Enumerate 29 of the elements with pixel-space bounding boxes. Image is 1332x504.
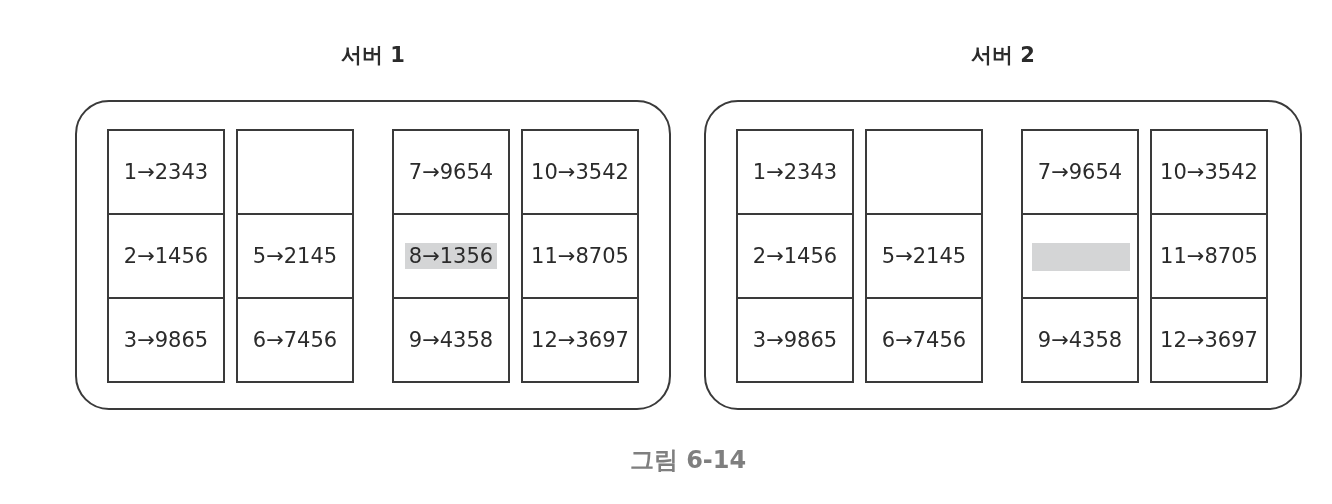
data-cell: 10→3542 (521, 129, 639, 215)
data-cell: 6→7456 (865, 297, 983, 383)
data-cell (392, 213, 510, 299)
data-cell: 7→9654 (1021, 129, 1139, 215)
empty-cell (865, 129, 983, 215)
highlighted-text: 8→1356 (404, 243, 498, 269)
data-cell: 5→2145 (865, 213, 983, 299)
data-cell: 1→2343 (107, 129, 225, 215)
figure-caption: 그림 6-14 (629, 445, 747, 475)
data-cell: 11→8705 (1150, 213, 1268, 299)
data-cell: 9→4358 (392, 297, 510, 383)
data-cell: 11→8705 (521, 213, 639, 299)
data-cell: 1→2343 (736, 129, 854, 215)
data-cell: 2→1456 (107, 213, 225, 299)
data-cell: 3→9865 (107, 297, 225, 383)
data-cell: 3→9865 (736, 297, 854, 383)
empty-cell (1021, 213, 1139, 299)
data-cell: 6→7456 (236, 297, 354, 383)
data-cell: 12→3697 (1150, 297, 1268, 383)
data-cell: 9→4358 (1021, 297, 1139, 383)
server-label: 서버 1 (341, 42, 405, 68)
empty-cell (236, 129, 354, 215)
blank-bar (1032, 243, 1130, 271)
data-cell: 7→9654 (392, 129, 510, 215)
data-cell: 2→1456 (736, 213, 854, 299)
server-label: 서버 2 (971, 42, 1035, 68)
data-cell: 5→2145 (236, 213, 354, 299)
data-cell: 12→3697 (521, 297, 639, 383)
data-cell: 10→3542 (1150, 129, 1268, 215)
